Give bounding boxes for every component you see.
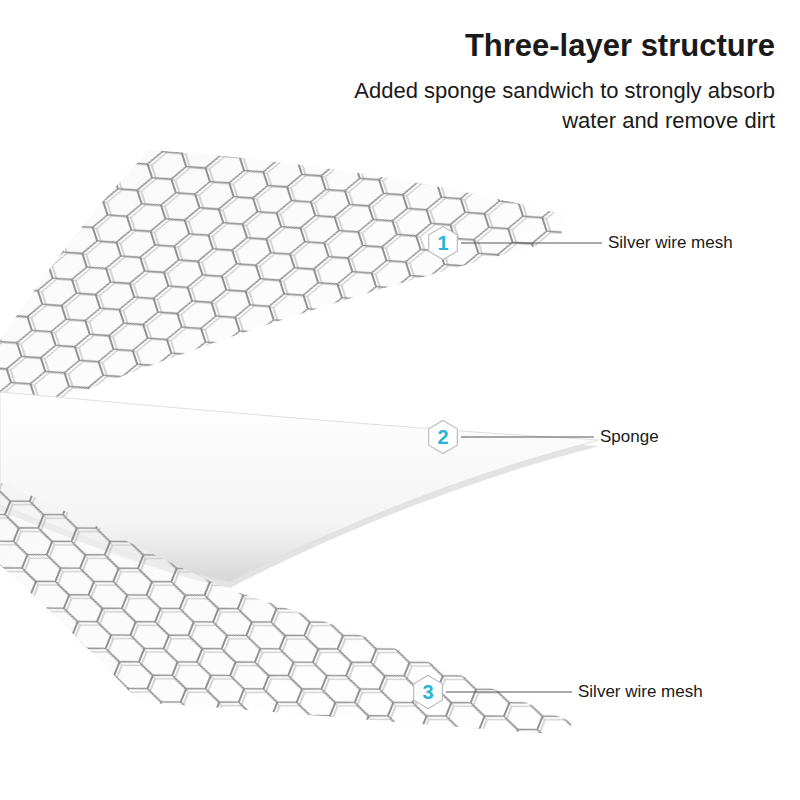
callout-number: 3: [422, 681, 433, 704]
part-label: Silver wire mesh: [576, 682, 705, 702]
leader-lines: [446, 243, 602, 692]
bottom-mesh: [0, 482, 572, 735]
callout-hexagon: 1: [425, 225, 461, 261]
subtitle: Added sponge sandwich to strongly absorb…: [345, 76, 775, 136]
callout-number: 2: [437, 426, 448, 449]
leader-line: [461, 242, 602, 243]
part-label: Silver wire mesh: [606, 233, 735, 253]
part-label: Sponge: [598, 427, 661, 447]
callout-number: 1: [437, 232, 448, 255]
leader-line: [461, 436, 594, 437]
leader-line: [446, 691, 572, 692]
callout-hexagon: 2: [425, 419, 461, 455]
title: Three-layer structure: [465, 28, 775, 64]
top-mesh: [0, 150, 565, 425]
callout-hexagon: 3: [410, 674, 446, 710]
